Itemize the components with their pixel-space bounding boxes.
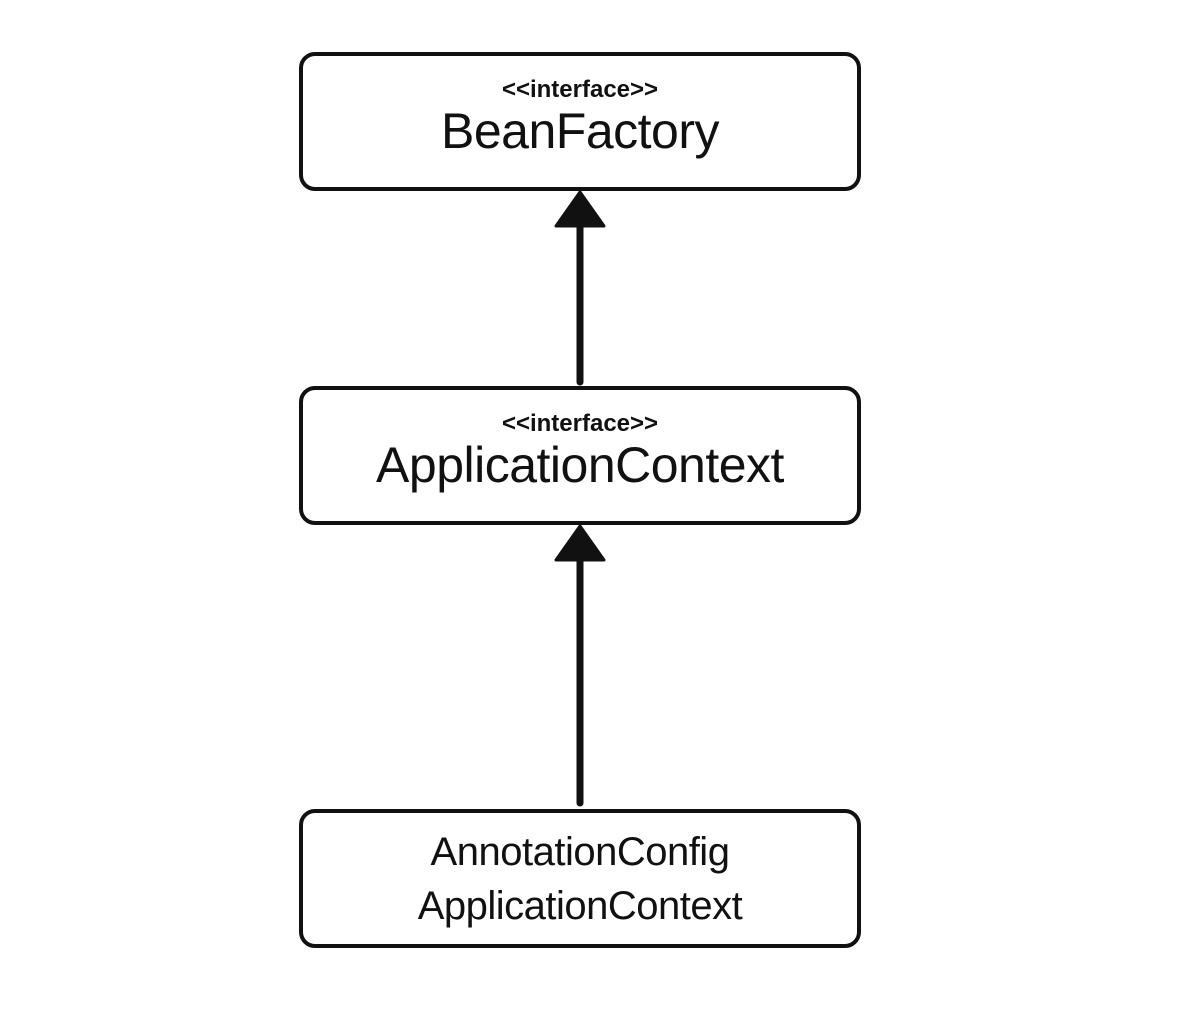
annotationconfig-name-line2: ApplicationContext — [417, 883, 743, 928]
applicationcontext-interface-box: <<interface>> ApplicationContext — [299, 386, 861, 525]
annotationconfig-class-box: AnnotationConfig ApplicationContext — [299, 809, 861, 948]
arrow-annotation-to-appcontext — [554, 524, 606, 807]
beanfactory-class-name: BeanFactory — [441, 102, 719, 159]
beanfactory-stereotype: <<interface>> — [501, 75, 659, 103]
arrow-appcontext-to-beanfactory — [554, 190, 606, 386]
applicationcontext-class-name: ApplicationContext — [376, 436, 784, 493]
beanfactory-interface-box: <<interface>> BeanFactory — [299, 52, 861, 191]
annotationconfig-name-line1: AnnotationConfig — [430, 829, 730, 874]
applicationcontext-stereotype: <<interface>> — [501, 409, 659, 437]
